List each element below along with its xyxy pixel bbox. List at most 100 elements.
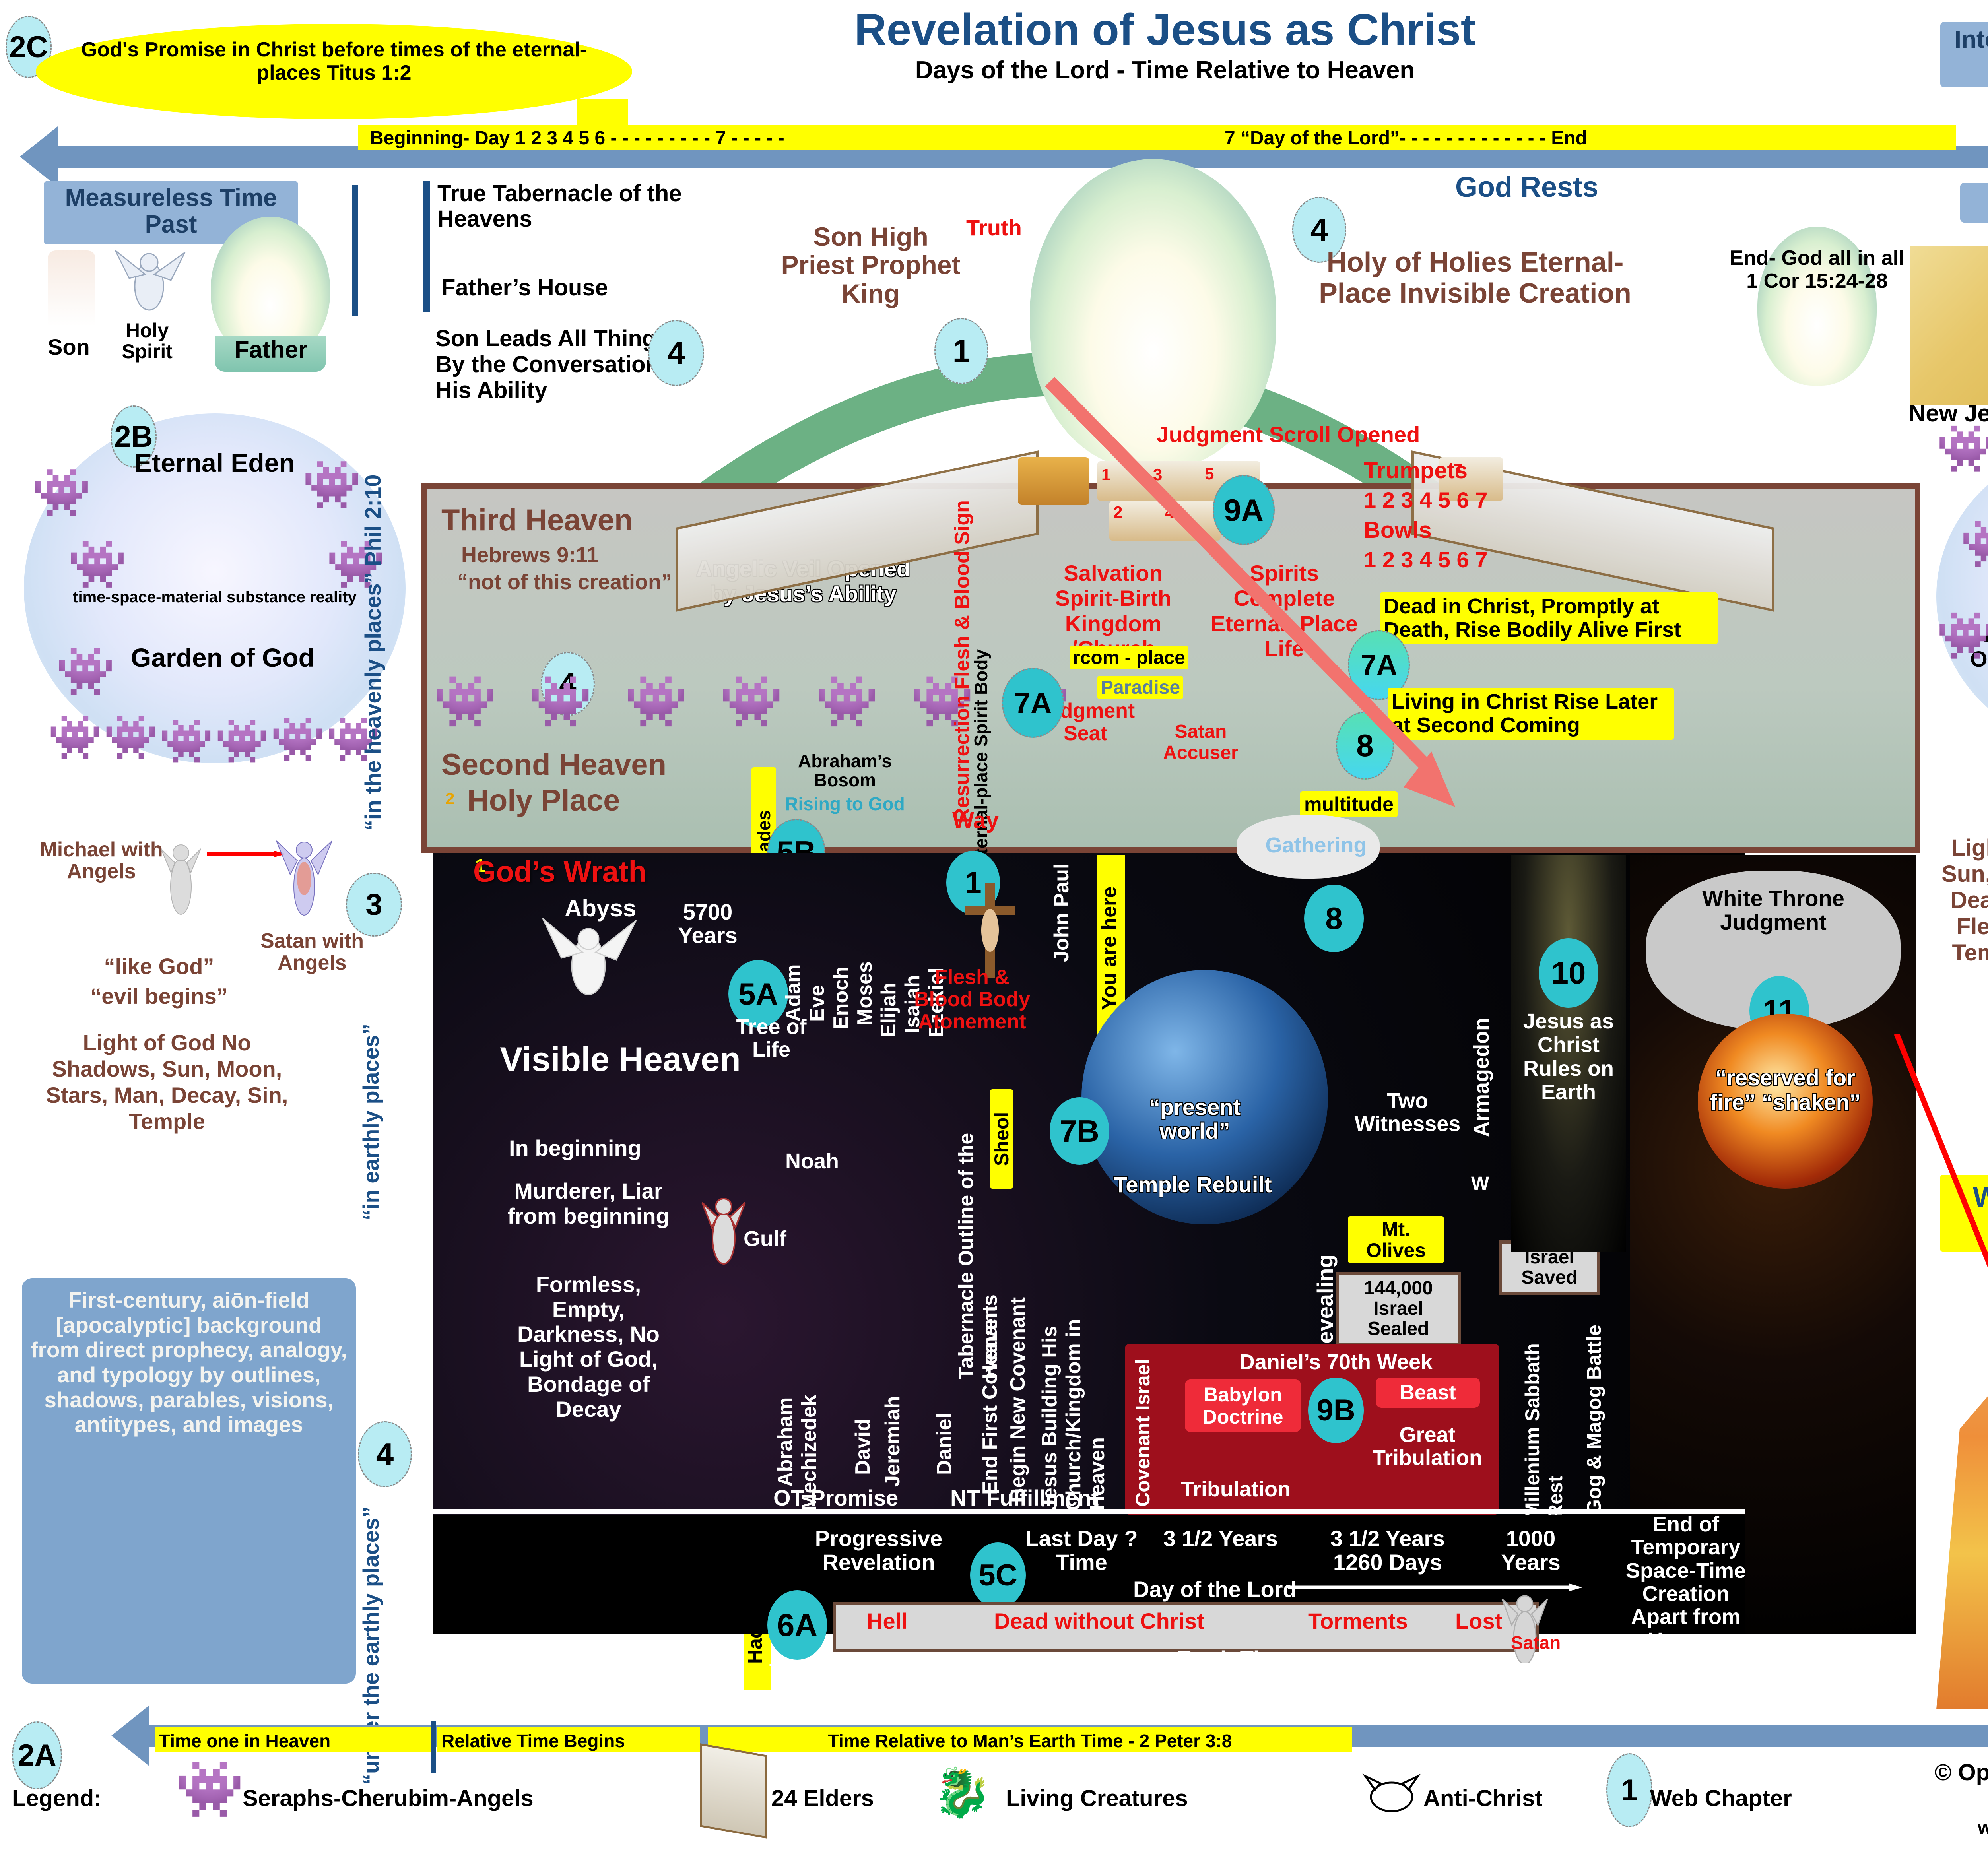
5700-years-label: 5700 Years: [678, 899, 738, 948]
satan-angel-icon: [274, 835, 334, 926]
truth-label: Truth: [966, 215, 1022, 240]
badge-3[interactable]: 3: [346, 873, 402, 937]
daniels-70th-week-label: Daniel’s 70th Week: [1239, 1350, 1433, 1374]
earth-globe: [1081, 970, 1328, 1224]
descending-red-arrow: [1034, 374, 1471, 823]
substance-reality-label: time-space-material substance reality: [73, 588, 357, 606]
hell-label: Hell: [867, 1608, 908, 1634]
way-label: Way: [952, 807, 999, 833]
satan-label: Satan: [1511, 1632, 1561, 1653]
badge-1-top[interactable]: 1: [934, 318, 988, 384]
armagedon-label: Armagedon: [1470, 1017, 1493, 1137]
holy-place-number: 2: [445, 789, 455, 808]
formless-empty-label: Formless, Empty, Darkness, No Light of G…: [517, 1272, 660, 1422]
aion-field-box: First-century, aiōn-field [apocalyptic] …: [22, 1278, 356, 1684]
dead-in-christ-label: Dead in Christ, Promptly at Death, Rise …: [1380, 592, 1718, 644]
badge-2a[interactable]: 2A: [12, 1721, 62, 1789]
person-daniel: Daniel: [933, 1412, 956, 1475]
trinity-father-label: Father: [235, 336, 308, 363]
bowls-numbers: 1 2 3 4 5 6 7: [1364, 547, 1488, 572]
timeline-left-label: Beginning- Day 1 2 3 4 5 6 - - - - - - -…: [370, 128, 784, 149]
badge-4-center[interactable]: 4: [1292, 197, 1346, 263]
badge-10[interactable]: 10: [1539, 938, 1598, 1008]
badge-4-left[interactable]: 4: [358, 1421, 412, 1487]
in-earthly-places-label: “in earthly places”: [358, 1024, 383, 1220]
eternal-eden-circle: [24, 413, 406, 763]
crucifixion-icon: [950, 879, 1030, 982]
satan-with-angels-label: Satan with Angels: [260, 929, 364, 974]
person-jeremiah: Jeremiah: [881, 1396, 904, 1487]
earth-time-label: Earth Time: [1177, 1646, 1292, 1671]
phil-rule: [352, 185, 358, 316]
bottom-left-arrowhead: [111, 1705, 149, 1766]
not-of-this-creation-label: “not of this creation”: [457, 570, 672, 594]
holy-place-label: Holy Place: [467, 784, 620, 817]
son-figure: [48, 250, 95, 326]
fathers-house-label: Father’s House: [441, 275, 608, 301]
new-jerusalem-cube: [1910, 246, 1988, 405]
promise-callout: God's Promise in Christ before times of …: [36, 24, 632, 119]
person-david: David: [851, 1418, 874, 1475]
legend-web-chapter-label: Web Chapter: [1650, 1785, 1792, 1811]
person-mechizedek: Mechizedek: [798, 1395, 821, 1511]
badge-2c[interactable]: 2C: [6, 16, 52, 78]
measureless-time-past-badge: Measureless Time Past: [44, 181, 298, 244]
abrahams-bosom-label: Abraham’s Bosom: [798, 751, 892, 791]
tree-of-life-label: Tree of Life: [736, 1015, 807, 1061]
michael-to-satan-arrow: [207, 851, 286, 857]
badge-7a-left[interactable]: 7A: [1002, 668, 1064, 738]
relative-time-begins-strip: [437, 1727, 700, 1752]
person-abraham: Abraham: [774, 1397, 797, 1487]
badge-6a[interactable]: 6A: [767, 1590, 827, 1660]
badge-9a[interactable]: 9A: [1213, 475, 1275, 545]
badge-2b[interactable]: 2B: [111, 405, 157, 468]
time-one-heaven-strip: [155, 1727, 433, 1752]
badge-5c[interactable]: 5C: [970, 1542, 1026, 1608]
badge-7b[interactable]: 7B: [1050, 1097, 1109, 1165]
badge-9b[interactable]: 9B: [1308, 1378, 1364, 1443]
temple-rebuilt-label: Temple Rebuilt: [1114, 1172, 1272, 1197]
badge-4-third-heaven[interactable]: 4: [541, 652, 595, 716]
visible-heaven-label: Visible Heaven: [500, 1040, 741, 1079]
day-of-lord-arrow: [1288, 1582, 1582, 1593]
eternal-eden-label: Eternal Eden: [134, 448, 295, 477]
badge-4-tabernacle[interactable]: 4: [648, 320, 704, 386]
day-of-the-lord-label: Day of the Lord: [1133, 1577, 1297, 1602]
trinity-holy-spirit-label: Holy Spirit: [122, 319, 173, 363]
gods-wrath-label: God’s Wrath: [473, 855, 646, 888]
badge-8-center[interactable]: 8: [1304, 885, 1364, 952]
time-relative-man-strip: [708, 1727, 1352, 1752]
satan-accuser-label: Satan Accuser: [1163, 721, 1239, 763]
father-flame-icon: [211, 217, 330, 384]
angelic-veil-seraph-row: 👾 👾 👾 👾 👾 👾 👾: [433, 673, 1069, 730]
end-first-covenant-label: End First Covenant: [978, 1305, 1002, 1495]
third-heaven-label: Third Heaven: [441, 503, 633, 537]
like-god-label: “like God”: [104, 954, 214, 979]
legend-living-creature-icon: 🐉: [932, 1766, 992, 1819]
hebrews-911-label: Hebrews 9:11: [461, 543, 599, 567]
rising-to-god-label: Rising to God: [785, 794, 905, 814]
footer-divider-rule: [431, 1721, 436, 1773]
millenium-sabbath-rest-label: Millenium Sabbath Rest: [1521, 1343, 1567, 1519]
begin-new-covenant-label: Begin New Covenant: [1006, 1297, 1029, 1503]
in-beginning-label: In beginning: [509, 1135, 641, 1160]
beast-chip: Beast: [1376, 1378, 1480, 1408]
gulf-label: Gulf: [744, 1227, 786, 1251]
living-in-christ-label: Living in Christ Rise Later at Second Co…: [1388, 688, 1674, 740]
phil-210-label: “in the heavenly places” Phil 2:10: [360, 474, 385, 831]
judgment-scroll-opened-label: Judgment Scroll Opened: [1156, 422, 1420, 447]
end-temporary-label: End of Temporary Space-Time Creation Apa…: [1625, 1512, 1746, 1652]
person-moses: Moses: [853, 961, 876, 1026]
band-divider: [433, 1509, 1745, 1514]
legend-web-chapter-badge[interactable]: 1: [1606, 1753, 1652, 1827]
bowls-label: Bowls: [1364, 517, 1432, 543]
lost-label: Lost: [1455, 1608, 1503, 1634]
mt-olives-label: Mt. Olives: [1348, 1216, 1444, 1263]
three-half-years-b-label: 3 1/2 Years 1260 Days: [1330, 1526, 1445, 1575]
badge-5a[interactable]: 5A: [728, 960, 788, 1028]
great-tribulation-label: Great Tribulation: [1373, 1423, 1482, 1470]
covenant-israel-label: Covenant Israel: [1132, 1358, 1154, 1507]
present-world-label: “present world”: [1149, 1094, 1241, 1144]
flesh-blood-atonement-label: Flesh & Blood Body Atonement: [914, 966, 1030, 1034]
jesus-building-label: Jesus Building His Church/Kingdom in Hea…: [1038, 1319, 1109, 1511]
